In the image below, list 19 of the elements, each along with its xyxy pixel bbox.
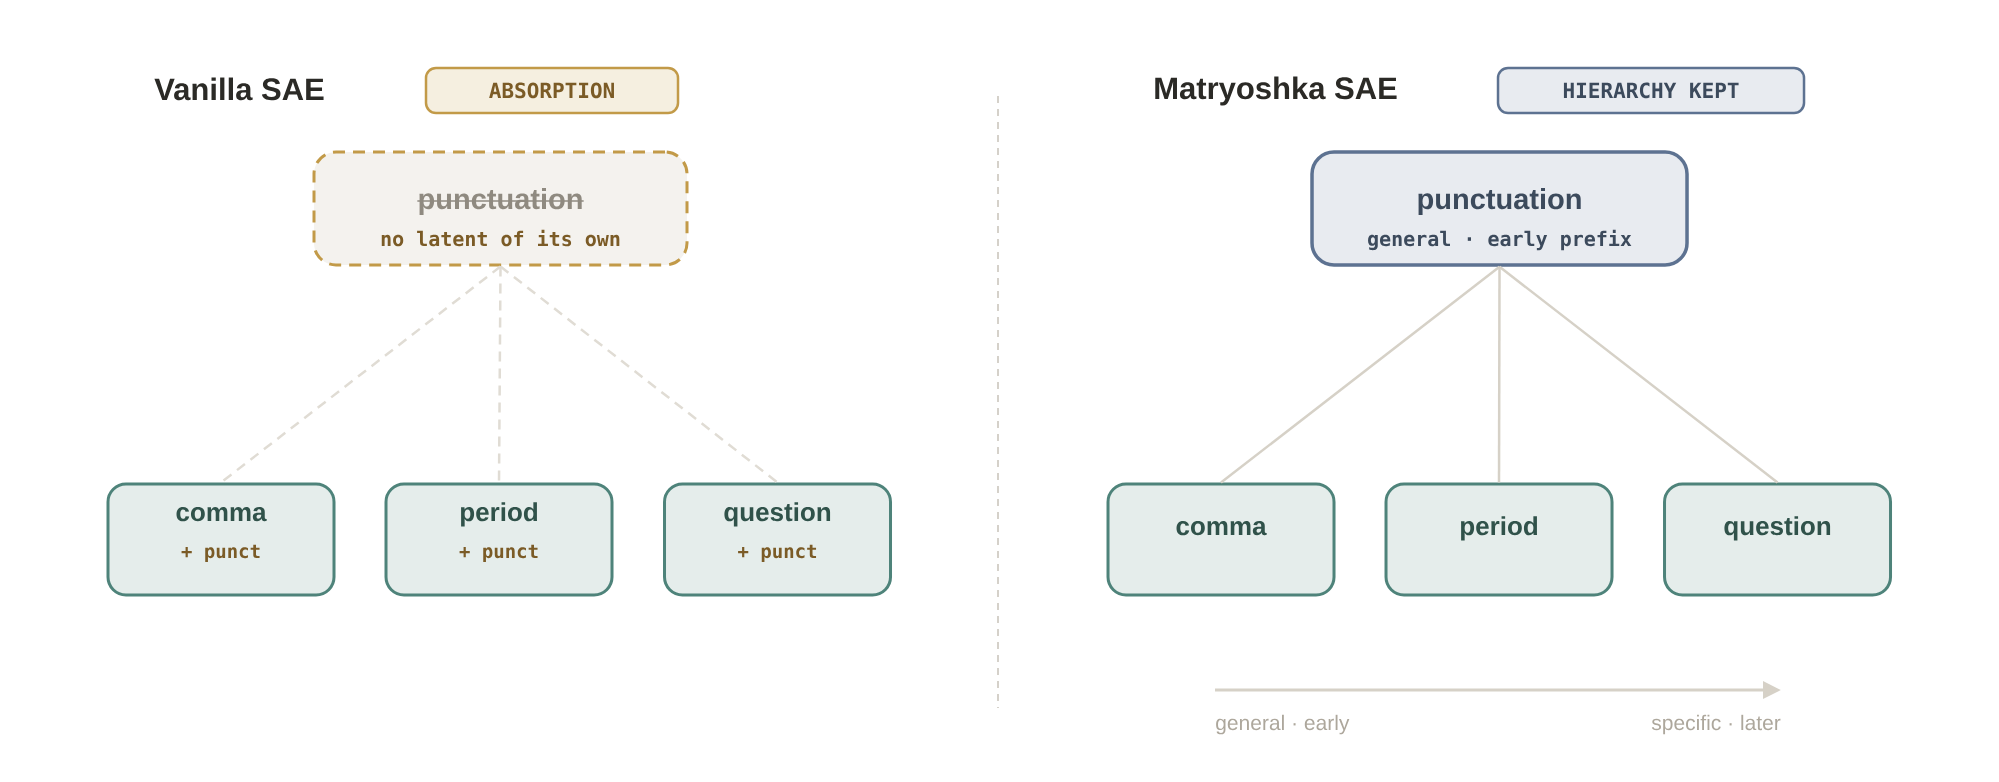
dashed-connector-line <box>220 265 502 484</box>
feature-box: question + punct <box>663 482 892 597</box>
axis-label: general · early <box>1216 714 1350 735</box>
feature-box: question <box>1663 482 1892 597</box>
feature-box: comma + punct <box>106 482 336 597</box>
status-badge: HIERARCHY KEPT <box>1496 66 1806 115</box>
axis-label: specific · later <box>1651 714 1781 735</box>
dashed-connector-line <box>499 265 779 484</box>
panel-heading: Vanilla SAE <box>154 77 324 101</box>
dashed-connector-line <box>497 266 502 483</box>
connector-line <box>1498 265 1779 484</box>
status-badge: ABSORPTION <box>424 66 680 115</box>
feature-box: period + punct <box>384 482 614 597</box>
feature-box: punctuation general · early prefix <box>1310 150 1689 267</box>
connector-line <box>1220 265 1501 484</box>
connector-line <box>1497 266 1501 483</box>
panel-heading: Matryoshka SAE <box>1155 76 1397 106</box>
feature-box: period <box>1384 482 1614 597</box>
feature-box: comma <box>1106 482 1336 597</box>
